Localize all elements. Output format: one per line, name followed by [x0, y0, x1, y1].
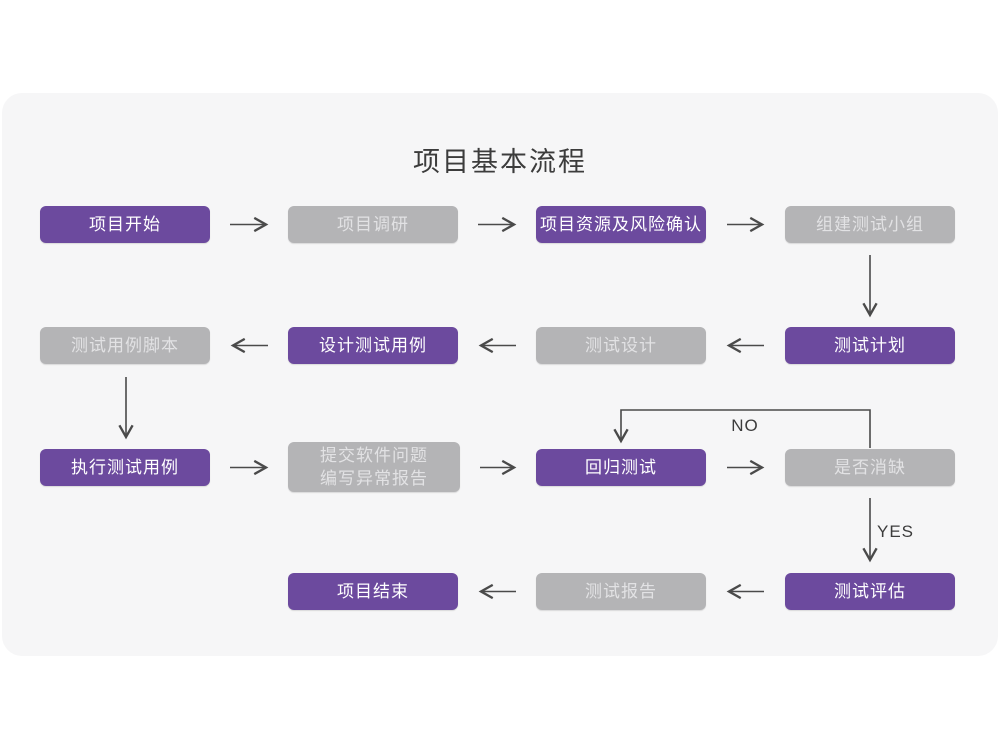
node-project-research: 项目调研: [288, 206, 458, 243]
branch-label-no: NO: [731, 416, 759, 435]
node-project-end: 项目结束: [288, 573, 458, 610]
node-design-test-cases: 设计测试用例: [288, 327, 458, 364]
node-submit-issues-line1: 提交软件问题: [320, 446, 428, 465]
node-test-design: 测试设计: [536, 327, 706, 364]
node-resource-risk: 项目资源及风险确认: [536, 206, 706, 243]
node-project-start: 项目开始: [40, 206, 210, 243]
branch-label-yes: YES: [877, 522, 915, 541]
node-test-evaluate: 测试评估: [785, 573, 955, 610]
node-execute-test-cases: 执行测试用例: [40, 449, 210, 486]
page-title: 项目基本流程: [413, 147, 587, 177]
node-regression-test: 回归测试: [536, 449, 706, 486]
node-build-test-team: 组建测试小组: [785, 206, 955, 243]
node-submit-issues-line2: 编写异常报告: [320, 469, 428, 488]
node-defect-cleared: 是否消缺: [785, 449, 955, 486]
node-test-plan: 测试计划: [785, 327, 955, 364]
flowchart-panel: [2, 93, 998, 656]
node-test-report: 测试报告: [536, 573, 706, 610]
node-test-case-script: 测试用例脚本: [40, 327, 210, 364]
node-submit-issues: 提交软件问题 编写异常报告: [288, 442, 460, 492]
